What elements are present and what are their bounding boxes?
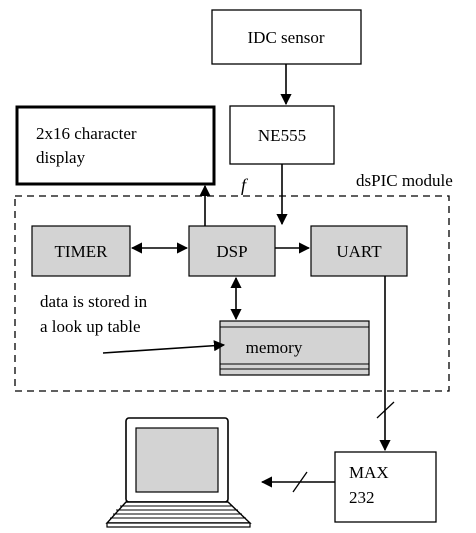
- bus-slash-max-laptop: [292, 471, 308, 493]
- laptop-icon: [105, 417, 252, 528]
- dspic-module-boundary: [14, 195, 450, 392]
- timer-label: TIMER: [55, 242, 109, 261]
- lcd-display-block: [15, 105, 216, 186]
- idc-sensor-label: IDC sensor: [248, 28, 325, 47]
- note-line1: data is stored in: [40, 292, 148, 311]
- memory-block: [219, 320, 370, 376]
- memory-label: memory: [246, 338, 303, 357]
- timer-block: [31, 225, 131, 277]
- ne555-label: NE555: [258, 126, 306, 145]
- uart-label: UART: [336, 242, 382, 261]
- dsp-block: [188, 225, 276, 277]
- frequency-label: f: [241, 175, 249, 195]
- module-label: dsPIC module: [356, 171, 453, 190]
- ne555-block: [229, 105, 335, 165]
- arrow-note-to-memory: [102, 340, 226, 354]
- lcd-display-label-line2: display: [36, 148, 86, 167]
- max232-label-line2: 232: [349, 488, 375, 507]
- lcd-display-label-line1: 2x16 character: [36, 124, 137, 143]
- max232-label-line1: MAX: [349, 463, 389, 482]
- uart-block: [310, 225, 408, 277]
- note-line2: a look up table: [40, 317, 141, 336]
- max232-block: [334, 451, 437, 523]
- dsp-label: DSP: [216, 242, 247, 261]
- bus-slash-uart-max: [376, 401, 395, 419]
